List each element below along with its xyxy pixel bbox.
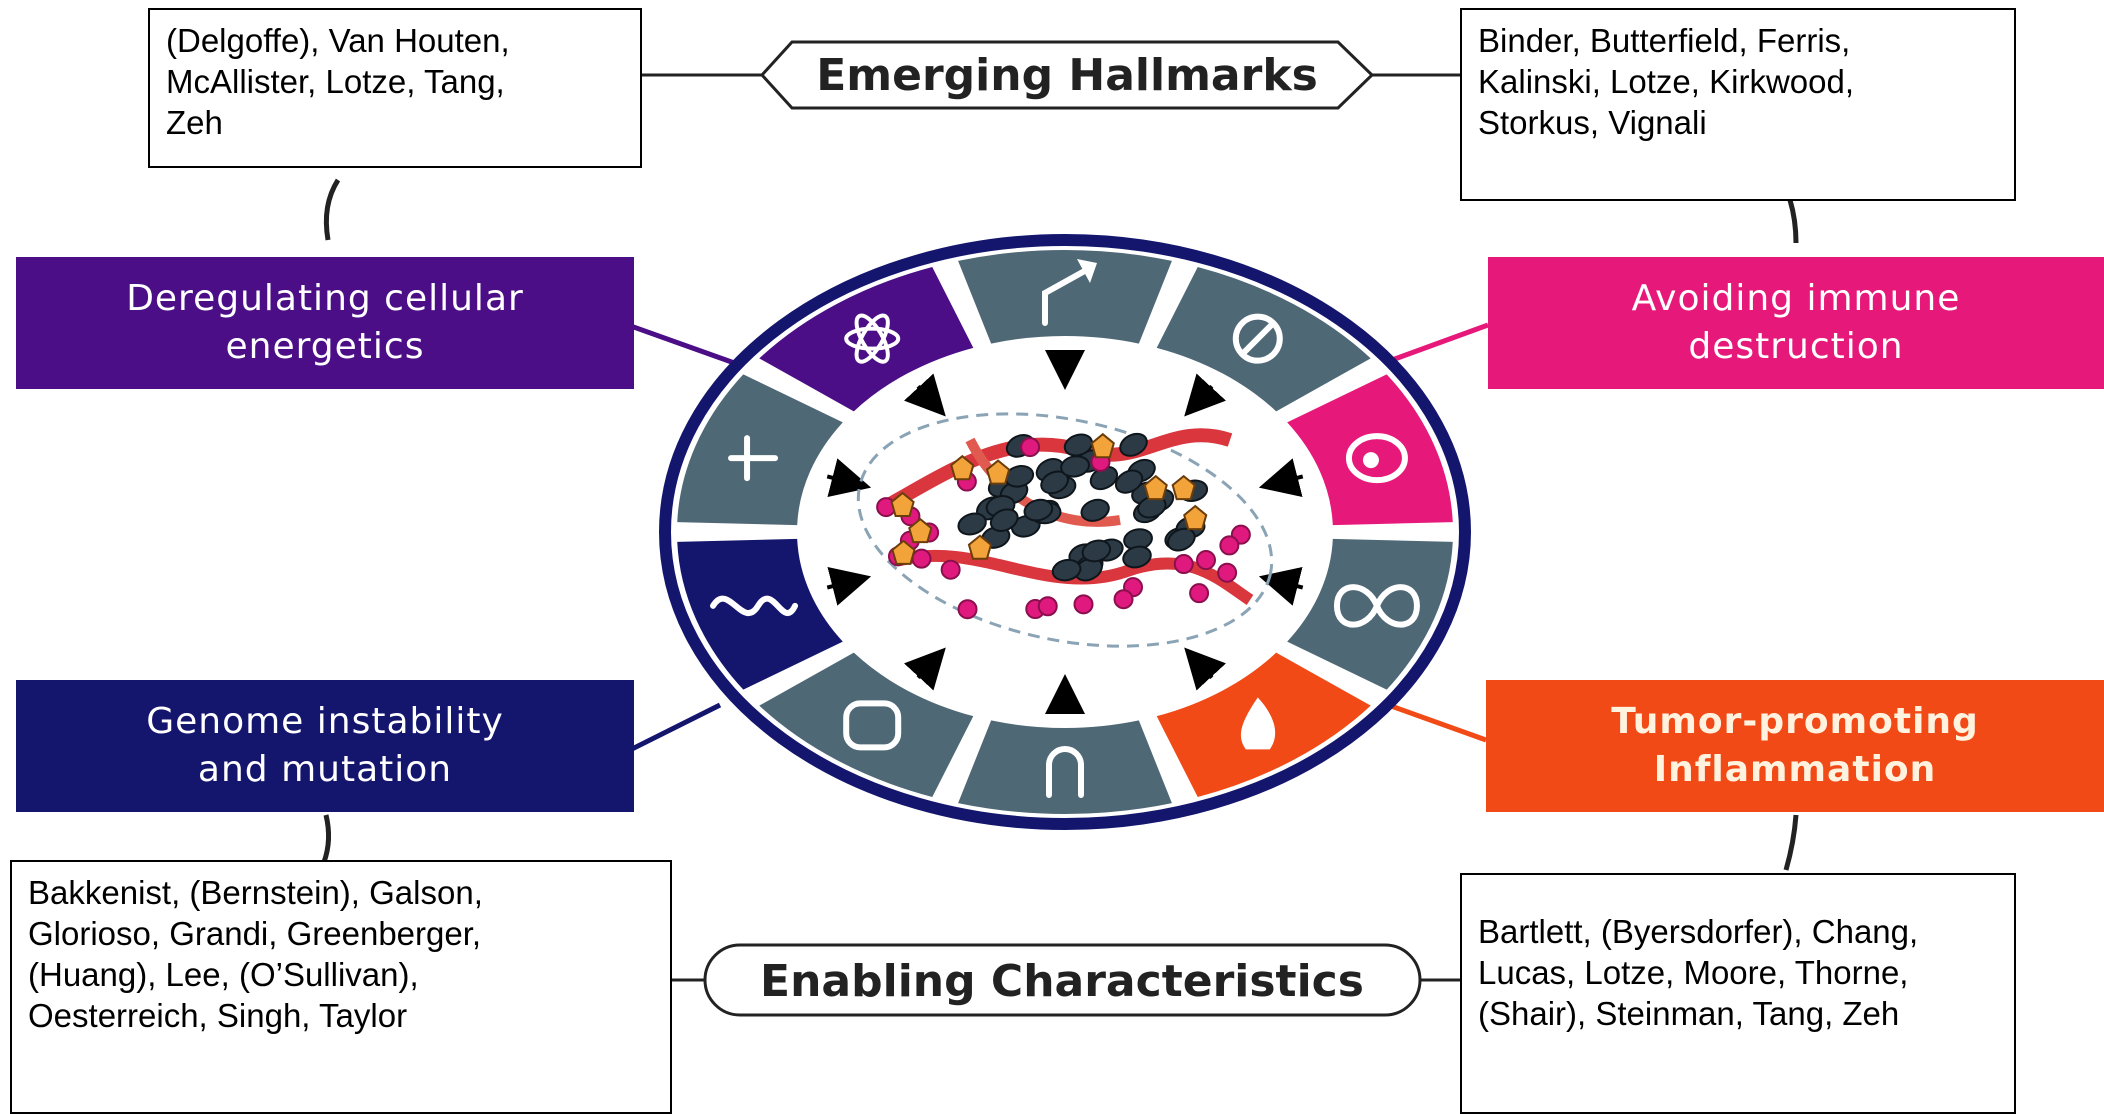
wheel-segment [958,720,1172,814]
wheel-segment [958,249,1172,344]
inward-arrow [1258,566,1304,606]
wheel-segment [759,652,974,797]
enabling-characteristics-label: Enabling Characteristics [760,956,1364,1007]
cancer-cell [1023,498,1054,522]
stromal-cell [1171,474,1196,501]
cancer-cell [1080,498,1110,522]
cancer-cell [1081,539,1112,563]
wheel-icons [710,259,1420,798]
tumor-illustration [856,412,1274,648]
cancer-cell [1063,433,1094,457]
immune-cell [1219,535,1240,556]
wheel-segment [1156,267,1371,412]
no-entry-icon [1232,313,1283,364]
immune-cell [957,599,978,620]
ghost-cell-icon [1046,746,1084,798]
inward-arrow [826,458,872,498]
wheel-segment [759,267,974,412]
wheel-arrows [826,350,1304,714]
stromal-cell [1143,474,1168,501]
top-right-bracket [1787,199,1799,244]
inward-arrow [904,647,946,691]
wheel-segments [677,249,1453,814]
cancer-cell [1166,527,1196,552]
inflammation-connector [1379,699,1487,743]
atom-icon [844,313,901,364]
stromal-cell [1090,432,1115,459]
dna-strand-icon [710,595,799,616]
stromal-cell [967,534,993,560]
infinity-icon [1333,584,1420,628]
blood-vessel [898,549,1254,605]
tumor-cells [876,432,1251,620]
inward-arrow [1184,373,1226,417]
immune-cell [911,548,932,569]
vessel-icon [843,700,902,751]
stromal-cell [950,454,975,481]
immune-cell [1217,562,1238,583]
wheel-segment [1287,374,1453,526]
stromal-cell [891,539,916,565]
hallmark-deregulating-energetics: Deregulating cellular energetics [16,257,634,389]
emerging-hallmarks-label: Emerging Hallmarks [816,50,1318,101]
plus-icon [728,435,779,482]
hallmark-genome-instability: Genome instability and mutation [16,680,634,812]
cancer-cell [957,512,987,536]
investigators-bottom-right: Bartlett, (Byersdorfer), Chang, Lucas, L… [1460,873,2016,1114]
wheel-segment [677,538,843,690]
stromal-cell [1183,504,1208,531]
immune-cell [1196,550,1217,571]
immune-cell [1073,594,1094,615]
inward-arrow [904,373,946,417]
immune-cell [1037,596,1058,617]
cancer-cell [1060,455,1090,478]
connector-lines [321,73,1799,982]
bottom-right-bracket [1783,814,1799,871]
wheel-segment [677,374,843,526]
investigators-top-right: Binder, Butterfield, Ferris, Kalinski, L… [1460,8,2016,201]
immune-cell [1189,583,1210,604]
inward-arrow [826,566,872,606]
tumor-boundary [856,412,1274,648]
cancer-cell [1122,545,1152,569]
inward-arrow [1258,458,1304,498]
immune-cell [1173,554,1194,575]
stromal-cell [908,517,933,544]
emerging-hallmarks-banner: Emerging Hallmarks [759,40,1375,110]
investigators-bottom-left: Bakkenist, (Bernstein), Galson, Glorioso… [10,860,672,1114]
cancer-cell [989,508,1019,532]
flame-icon [1240,697,1276,750]
cancer-cell [1051,558,1082,582]
energetics-connector [627,322,741,368]
immune-cell [1020,437,1041,458]
growth-arrow-icon [1042,259,1097,326]
stromal-cell [985,459,1011,485]
hallmarks-wheel [659,234,1471,830]
inward-arrow [1184,647,1226,691]
enabling-characteristics-banner: Enabling Characteristics [703,943,1422,1017]
cancer-cell [1114,469,1144,494]
cancer-cell [1119,432,1148,457]
stromal-cell [890,491,915,517]
hallmark-tumor-promoting-inflammation: Tumor-promoting Inflammation [1486,680,2104,812]
immune-cell [1113,589,1134,610]
top-left-bracket [323,178,341,241]
genome-connector [628,702,722,753]
investigators-top-left: (Delgoffe), Van Houten, McAllister, Lotz… [148,8,642,168]
immune-cell [940,559,961,580]
hallmark-avoiding-immune-destruction: Avoiding immune destruction [1488,257,2104,389]
immune-cell-icon [1345,433,1408,484]
bottom-left-bracket [321,814,332,863]
